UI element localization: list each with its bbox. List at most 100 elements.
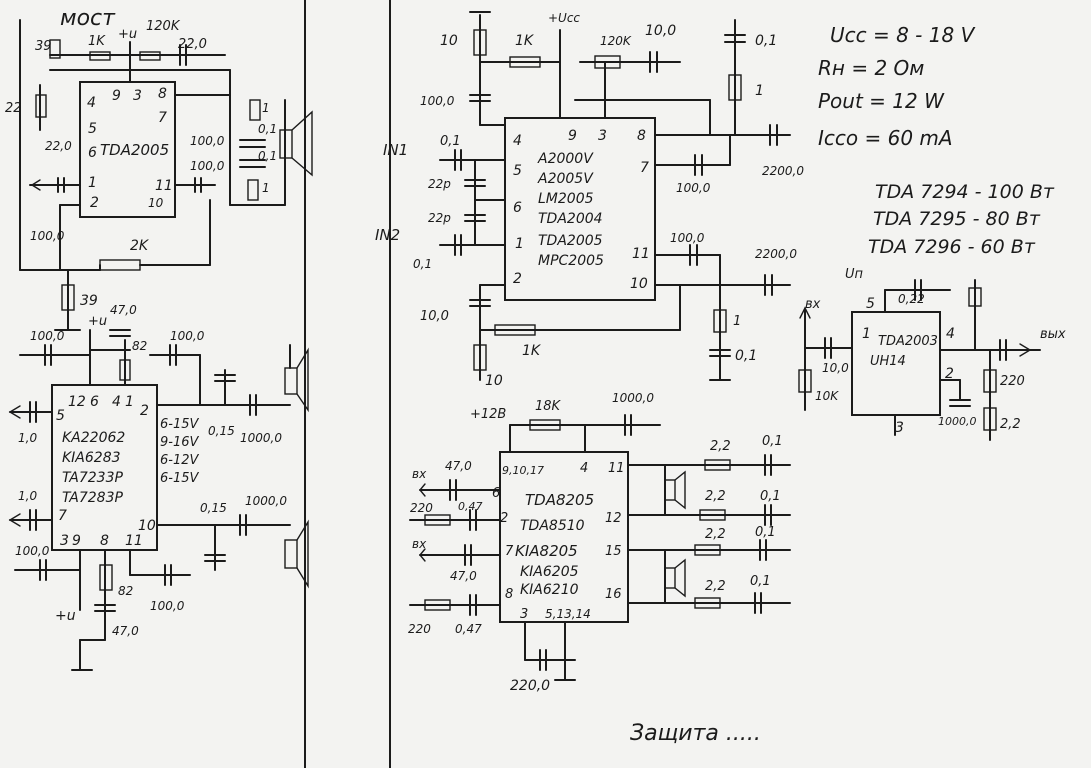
ml-speaker-1-icon bbox=[284, 367, 298, 395]
component-label: 0,1 bbox=[440, 134, 461, 149]
r-input-label: вх bbox=[805, 297, 821, 312]
tl-ic-body bbox=[79, 81, 176, 218]
component-label: 0,1 bbox=[762, 434, 783, 449]
component-label: 5 bbox=[513, 163, 522, 179]
component-label: 100,0 bbox=[190, 159, 225, 173]
component-label: 2 bbox=[140, 403, 149, 419]
tda7294-line: TDA 7294 - 100 Вт bbox=[875, 181, 1055, 203]
tc-ic-body bbox=[504, 117, 656, 301]
component-label: 2200,0 bbox=[762, 164, 804, 178]
component-label: 8 bbox=[637, 128, 646, 144]
component-label: 5 bbox=[866, 296, 875, 312]
component-label: 0,1 bbox=[735, 348, 757, 364]
component-label: 1,0 bbox=[18, 431, 37, 445]
ghost-text: Защита ..... bbox=[630, 721, 761, 746]
component-label: 5,13,14 bbox=[545, 607, 591, 621]
component-label: 22 bbox=[5, 101, 22, 116]
component-label: вх bbox=[412, 467, 427, 481]
component-label: 10,0 bbox=[822, 361, 849, 375]
component-label: 10 bbox=[440, 33, 458, 49]
component-label: 4 bbox=[513, 133, 522, 149]
component-label: +u bbox=[88, 314, 107, 329]
component-label: 1 bbox=[262, 181, 270, 195]
component-label: 2 bbox=[945, 366, 954, 382]
component-label: 7 bbox=[505, 544, 514, 559]
component-label: 11 bbox=[608, 461, 625, 476]
spec-load: Rн = 2 Ом bbox=[818, 56, 924, 80]
bc-speaker-2-icon bbox=[664, 567, 676, 589]
component-label: +u bbox=[118, 27, 137, 42]
ml-chip-2: KIA6283 bbox=[62, 450, 121, 466]
component-label: 100,0 bbox=[420, 94, 455, 108]
component-label: 10,0 bbox=[645, 23, 676, 39]
component-label: 0,1 bbox=[258, 122, 277, 136]
component-label: 22p bbox=[428, 177, 451, 191]
component-label: 220 bbox=[1000, 374, 1025, 389]
component-label: 10 bbox=[138, 518, 156, 534]
component-label: 1 bbox=[515, 236, 524, 252]
tc-chip-3: LM2005 bbox=[538, 191, 594, 207]
tda7295-line: TDA 7295 - 80 Вт bbox=[873, 208, 1041, 230]
r-chip-label: TDA2003 bbox=[878, 334, 938, 349]
component-label: 47,0 bbox=[112, 624, 139, 638]
component-label: 0,1 bbox=[755, 525, 776, 540]
spec-icco: Icco = 60 mA bbox=[818, 126, 953, 150]
component-label: 0,1 bbox=[413, 257, 432, 271]
component-label: 220 bbox=[410, 501, 433, 515]
component-label: 3 bbox=[895, 420, 904, 436]
component-label: 2200,0 bbox=[755, 247, 797, 261]
ml-chip-4: TA7283P bbox=[62, 490, 123, 506]
component-label: 22,0 bbox=[178, 37, 207, 52]
component-label: 2 bbox=[500, 511, 508, 526]
component-label: 0,15 bbox=[200, 501, 227, 515]
component-label: +12B bbox=[470, 407, 506, 422]
in2-label: IN2 bbox=[375, 226, 400, 244]
component-label: 3 bbox=[520, 607, 528, 622]
component-label: 100,0 bbox=[30, 229, 65, 243]
component-label: 5 bbox=[56, 408, 65, 424]
component-label: 100,0 bbox=[170, 329, 205, 343]
component-label: 100,0 bbox=[676, 181, 711, 195]
component-label: 6 bbox=[90, 394, 99, 410]
component-label: 2 bbox=[90, 195, 99, 211]
component-label: 120K bbox=[146, 19, 181, 34]
component-label: 47,0 bbox=[110, 303, 137, 317]
component-label: 4 bbox=[580, 461, 588, 476]
component-label: 4 bbox=[87, 95, 96, 111]
tda7296-line: TDA 7296 - 60 Вт bbox=[868, 236, 1036, 258]
component-label: +Ucc bbox=[548, 11, 580, 25]
spec-power: Pout = 12 W bbox=[818, 89, 945, 113]
component-label: 1000,0 bbox=[938, 415, 977, 428]
component-label: UH14 bbox=[870, 354, 906, 369]
component-label: 0,47 bbox=[458, 500, 483, 513]
component-label: 4 bbox=[946, 326, 955, 342]
circuit-tda2003: Uп 5 0,22 1 TDA2003 UH14 4 вх 10,0 10K 2… bbox=[798, 267, 1066, 441]
component-label: 6-15V bbox=[160, 471, 200, 486]
component-label: 47,0 bbox=[450, 569, 477, 583]
component-label: 11 bbox=[125, 533, 143, 549]
component-label: 2,2 bbox=[710, 439, 731, 454]
component-label: 2K bbox=[130, 238, 150, 254]
component-label: 39 bbox=[35, 39, 52, 54]
component-label: 1K bbox=[515, 33, 535, 49]
component-label: 1 bbox=[862, 326, 871, 342]
component-label: 7 bbox=[58, 508, 67, 524]
component-label: 18K bbox=[535, 399, 562, 414]
tc-chip-1: A2000V bbox=[537, 151, 594, 167]
component-label: 15 bbox=[605, 544, 622, 559]
component-label: 3 bbox=[60, 533, 69, 549]
component-label: 0,1 bbox=[755, 33, 777, 49]
component-label: 82 bbox=[118, 584, 133, 598]
bc-chip-4: KIA6205 bbox=[520, 564, 579, 580]
bc-chip-1: TDA8205 bbox=[525, 491, 594, 509]
component-label: 2,2 bbox=[1000, 417, 1021, 432]
component-label: 7 bbox=[158, 110, 167, 126]
component-label: 10 bbox=[148, 196, 164, 210]
component-label: 1000,0 bbox=[240, 431, 282, 445]
component-label: 9,10,17 bbox=[502, 464, 544, 477]
component-label: 11 bbox=[632, 246, 650, 262]
component-label: 1 bbox=[755, 83, 764, 99]
component-label: 1K bbox=[88, 34, 106, 49]
component-label: 100,0 bbox=[30, 329, 65, 343]
component-label: 6 bbox=[513, 200, 522, 216]
